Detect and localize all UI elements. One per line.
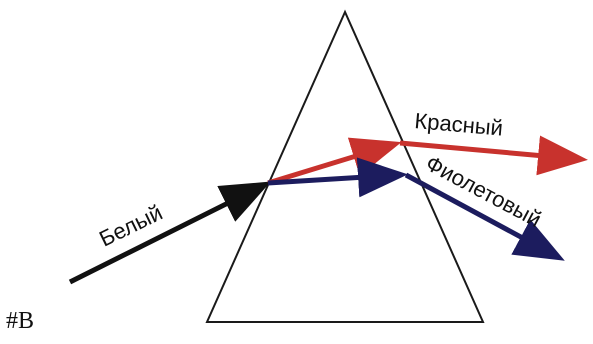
red-ray-inside bbox=[267, 137, 402, 186]
corner-mark: #B bbox=[6, 308, 35, 334]
white-ray bbox=[68, 181, 271, 285]
red-ray-outside bbox=[399, 135, 588, 176]
violet-ray-inside bbox=[267, 157, 408, 198]
prism bbox=[205, 9, 485, 323]
red-ray-label: Красный bbox=[414, 108, 504, 141]
incoming-ray-label: Белый bbox=[95, 200, 166, 252]
violet-ray-outside bbox=[404, 172, 565, 261]
